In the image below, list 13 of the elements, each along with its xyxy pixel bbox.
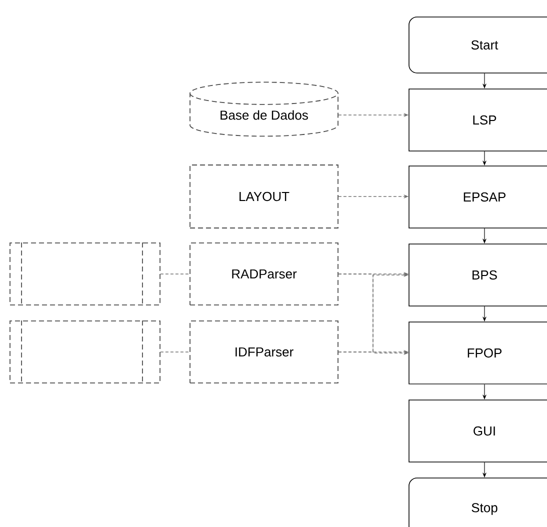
terminal-box: Start <box>408 16 547 74</box>
predefined-process-box <box>10 242 160 306</box>
input-box: LAYOUT <box>190 164 338 228</box>
input-box: IDFParser <box>190 320 338 384</box>
database-cylinder: Base de Dados <box>190 82 338 137</box>
process-box: GUI <box>408 400 547 462</box>
predefined-process-box <box>10 320 160 384</box>
process-box: BPS <box>408 244 547 306</box>
input-box: RADParser <box>190 242 338 306</box>
process-box: LSP <box>408 88 547 152</box>
process-box: EPSAP <box>408 166 547 228</box>
process-box: FPOP <box>408 322 547 384</box>
terminal-box: Stop <box>408 478 547 527</box>
